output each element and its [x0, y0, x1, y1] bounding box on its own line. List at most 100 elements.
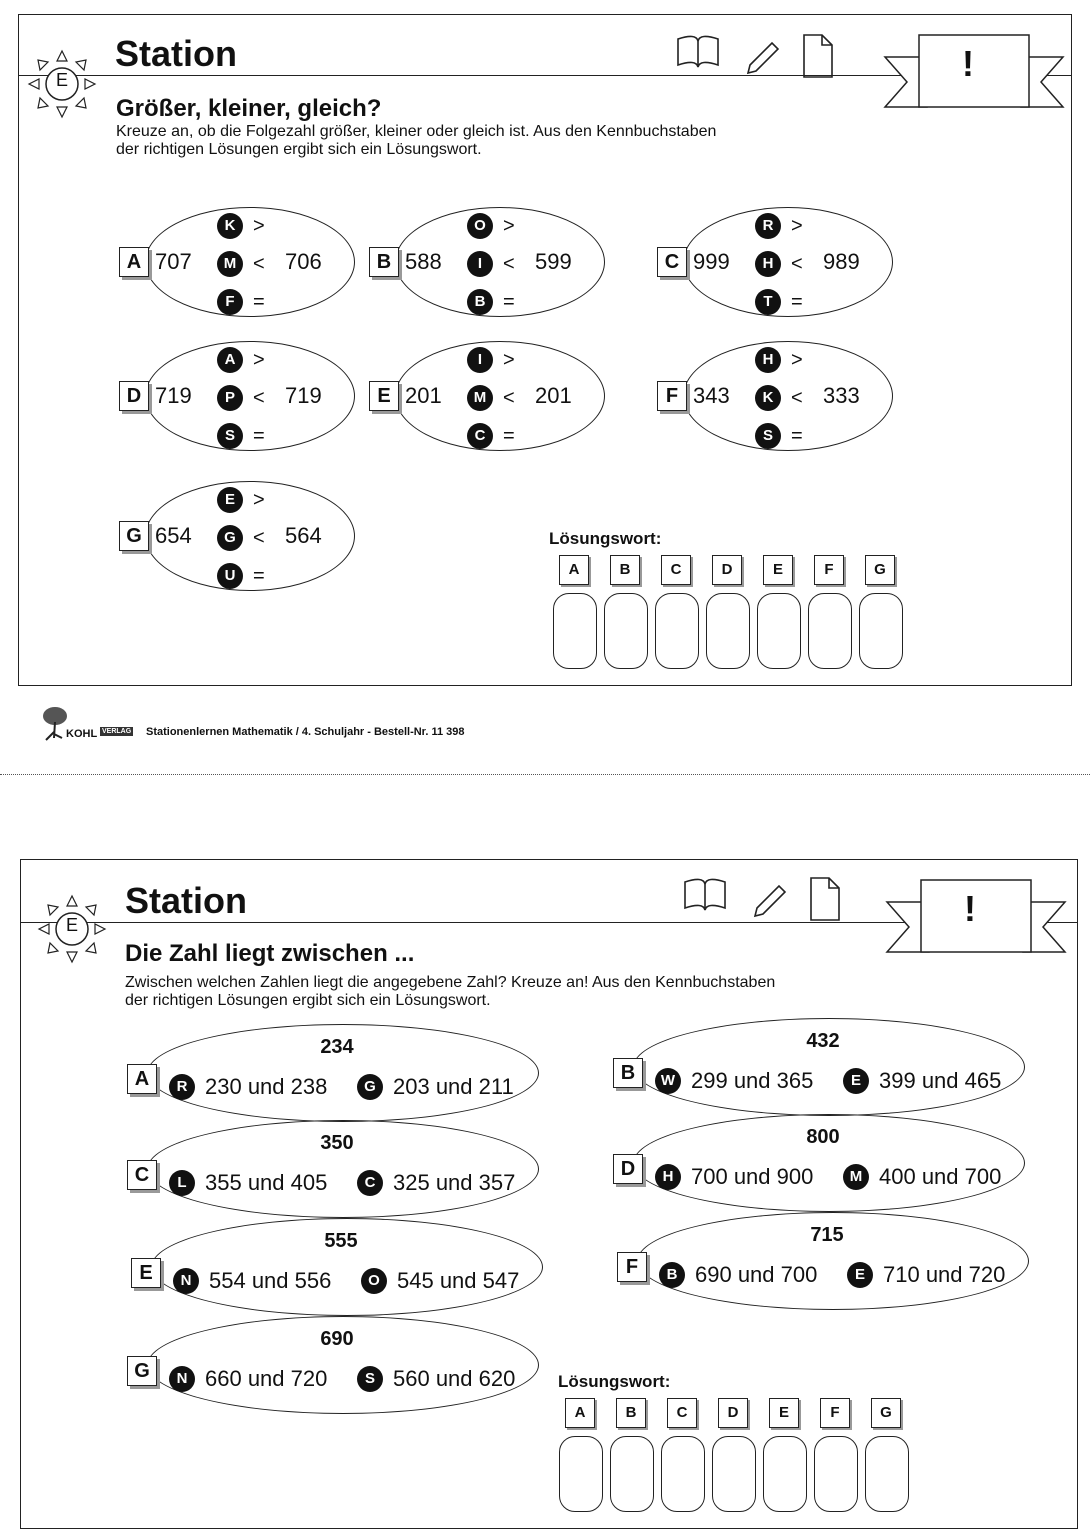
comparison-option[interactable]: T=	[755, 289, 803, 315]
option-letter-badge[interactable]: G	[357, 1074, 383, 1100]
option-letter-badge[interactable]: C	[357, 1170, 383, 1196]
left-number: 588	[405, 249, 442, 274]
solution-letter-box: D	[718, 1398, 748, 1428]
option-letter-badge[interactable]: B	[467, 289, 493, 315]
solution-answer-slot[interactable]	[808, 593, 852, 669]
comparison-option[interactable]: H<	[755, 251, 803, 277]
option-letter-badge[interactable]: B	[659, 1262, 685, 1288]
comparison-option[interactable]: H>	[755, 347, 803, 373]
comparison-option[interactable]: R>	[755, 213, 803, 239]
target-number: 690	[320, 1328, 354, 1350]
option-letter-badge[interactable]: A	[217, 347, 243, 373]
comparison-option[interactable]: I<	[467, 251, 515, 277]
comparison-option[interactable]: C=	[467, 423, 515, 449]
option-letter-badge[interactable]: K	[755, 385, 781, 411]
right-number: 989	[823, 249, 860, 274]
comparison-option[interactable]: I>	[467, 347, 515, 373]
option-letter-badge[interactable]: W	[655, 1068, 681, 1094]
comparison-option[interactable]: K<	[755, 385, 803, 411]
comparison-option[interactable]: S=	[755, 423, 803, 449]
solution-answer-slot[interactable]	[559, 1436, 603, 1512]
task-label: A	[119, 247, 149, 277]
option-letter-badge[interactable]: G	[217, 525, 243, 551]
solution-answer-slot[interactable]	[706, 593, 750, 669]
solution-answer-slot[interactable]	[865, 1436, 909, 1512]
comparison-option[interactable]: M<	[217, 251, 265, 277]
option-letter-badge[interactable]: H	[755, 251, 781, 277]
option-letter-badge[interactable]: P	[217, 385, 243, 411]
comparison-symbol: =	[791, 290, 803, 313]
solution-answer-slot[interactable]	[553, 593, 597, 669]
option-letter-badge[interactable]: R	[169, 1074, 195, 1100]
option-letter-badge[interactable]: U	[217, 563, 243, 589]
option-letter-badge[interactable]: S	[357, 1366, 383, 1392]
option-letter-badge[interactable]: E	[847, 1262, 873, 1288]
comparison-option[interactable]: O>	[467, 213, 515, 239]
option-letter-badge[interactable]: I	[467, 347, 493, 373]
option-letter-badge[interactable]: N	[173, 1268, 199, 1294]
option-letter-badge[interactable]: F	[217, 289, 243, 315]
option-letter-badge[interactable]: M	[217, 251, 243, 277]
option-letter-badge[interactable]: T	[755, 289, 781, 315]
solution-answer-slot[interactable]	[763, 1436, 807, 1512]
solution-answer-slot[interactable]	[610, 1436, 654, 1512]
option-letter-badge[interactable]: E	[217, 487, 243, 513]
header-rule	[19, 75, 1071, 76]
option-letter-badge[interactable]: N	[169, 1366, 195, 1392]
comparison-option[interactable]: M<	[467, 385, 515, 411]
option-letter-badge[interactable]: M	[467, 385, 493, 411]
solution-answer-slot[interactable]	[814, 1436, 858, 1512]
solution-answer-slot[interactable]	[661, 1436, 705, 1512]
option-letter-badge[interactable]: K	[217, 213, 243, 239]
comparison-symbol: <	[503, 386, 515, 409]
solution-letter-box: E	[769, 1398, 799, 1428]
option-letter-badge[interactable]: L	[169, 1170, 195, 1196]
option-letter-badge[interactable]: I	[467, 251, 493, 277]
solution-answer-slot[interactable]	[604, 593, 648, 669]
option-letter-badge[interactable]: M	[843, 1164, 869, 1190]
range-text: 399 und 465	[879, 1068, 1002, 1093]
left-number: 707	[155, 249, 192, 274]
option-letter-badge[interactable]: R	[755, 213, 781, 239]
comparison-option[interactable]: U=	[217, 563, 265, 589]
option-letter-badge[interactable]: C	[467, 423, 493, 449]
option-letter-badge[interactable]: S	[755, 423, 781, 449]
right-number: 564	[285, 523, 322, 548]
comparison-symbol: =	[791, 424, 803, 447]
option-letter-badge[interactable]: E	[843, 1068, 869, 1094]
comparison-option[interactable]: P<	[217, 385, 265, 411]
option-letter-badge[interactable]: O	[467, 213, 493, 239]
comparison-option[interactable]: G<	[217, 525, 265, 551]
option-letter-badge[interactable]: H	[655, 1164, 681, 1190]
option-letter-badge[interactable]: S	[217, 423, 243, 449]
solution-answer-slot[interactable]	[757, 593, 801, 669]
option-letter-badge[interactable]: H	[755, 347, 781, 373]
range-option[interactable]: E 399 und 465	[843, 1068, 1001, 1094]
comparison-option[interactable]: S=	[217, 423, 265, 449]
banner-mark: !	[962, 43, 974, 84]
solution-answer-slot[interactable]	[859, 593, 903, 669]
solution-answer-slot[interactable]	[655, 593, 699, 669]
comparison-option[interactable]: K>	[217, 213, 265, 239]
comparison-option[interactable]: F=	[217, 289, 265, 315]
instruction-line-2: der richtigen Lösungen ergibt sich ein L…	[125, 992, 491, 1009]
comparison-option[interactable]: E>	[217, 487, 265, 513]
solution-answer-slot[interactable]	[712, 1436, 756, 1512]
comparison-option[interactable]: B=	[467, 289, 515, 315]
option-letter-badge[interactable]: O	[361, 1268, 387, 1294]
comparison-option[interactable]: A>	[217, 347, 265, 373]
task-label: F	[617, 1252, 647, 1282]
